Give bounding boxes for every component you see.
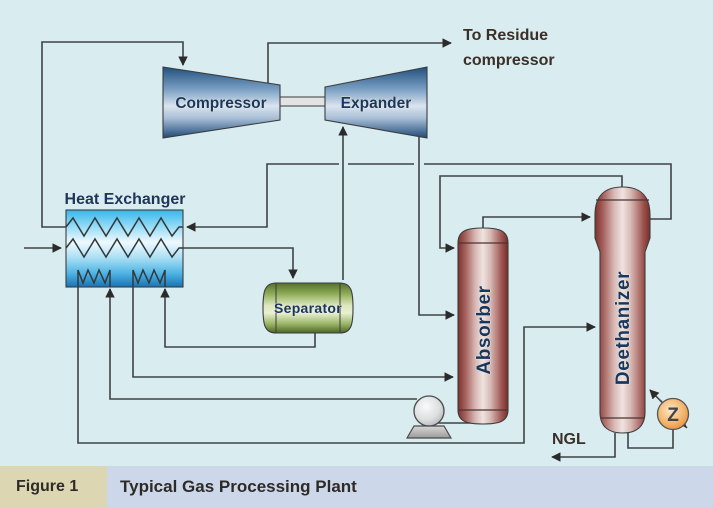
- compressor-shape: [162, 66, 281, 139]
- line-heat-exchanger-to-absorber: [132, 287, 454, 382]
- absorber-label: Absorber: [474, 285, 495, 374]
- hx-coil-small-right: [132, 268, 166, 287]
- absorber-vessel: [457, 227, 509, 425]
- line-heat-exchanger-to-deethanizer-feed: [77, 287, 596, 444]
- figure-caption-bar: Figure 1 Typical Gas Processing Plant: [0, 466, 713, 507]
- pump-icon: [405, 395, 453, 439]
- heat-exchanger-label: Heat Exchanger: [65, 191, 186, 208]
- hx-coil-small-left: [77, 268, 111, 287]
- process-flow-diagram: Z Compressor Expander Heat Exchanger Sep…: [24, 27, 690, 462]
- figure-title: Typical Gas Processing Plant: [107, 466, 713, 507]
- compressor-label: Compressor: [175, 95, 266, 112]
- reboiler-exchanger-icon: Z: [656, 397, 690, 431]
- reboiler-symbol: Z: [667, 405, 679, 426]
- deethanizer-vessel: [594, 186, 651, 434]
- line-compressor-to-residue: [267, 38, 452, 83]
- line-expander-to-absorber: [418, 137, 455, 320]
- expander-shape: [324, 66, 428, 139]
- figure-number: Figure 1: [0, 466, 107, 507]
- line-heat-exchanger-to-compressor: [41, 41, 188, 228]
- line-separator-liquid-to-heat-exchanger: [160, 288, 316, 348]
- shaft: [277, 96, 328, 107]
- line-heat-exchanger-to-separator: [183, 247, 298, 279]
- deethanizer-label: Deethanizer: [613, 271, 634, 385]
- ngl-label: NGL: [552, 431, 586, 448]
- line-ngl-product: [551, 433, 616, 462]
- separator-vessel: [262, 282, 354, 334]
- line-absorber-overhead-to-deethanizer: [482, 212, 591, 230]
- line-pump-to-heat-exchanger: [105, 288, 417, 400]
- line-deethanizer-top-to-absorber: [439, 175, 623, 253]
- line-deethanizer-overhead-to-heat-exchanger: [186, 163, 672, 232]
- hx-coil-middle: [65, 237, 183, 259]
- hx-coil-top: [65, 216, 183, 238]
- to-residue-label-line2: compressor: [463, 52, 555, 69]
- to-residue-label-line1: To Residue: [463, 27, 548, 44]
- line-deethanizer-to-reboiler: [627, 430, 674, 449]
- expander-label: Expander: [341, 95, 412, 112]
- separator-label: Separator: [274, 300, 342, 316]
